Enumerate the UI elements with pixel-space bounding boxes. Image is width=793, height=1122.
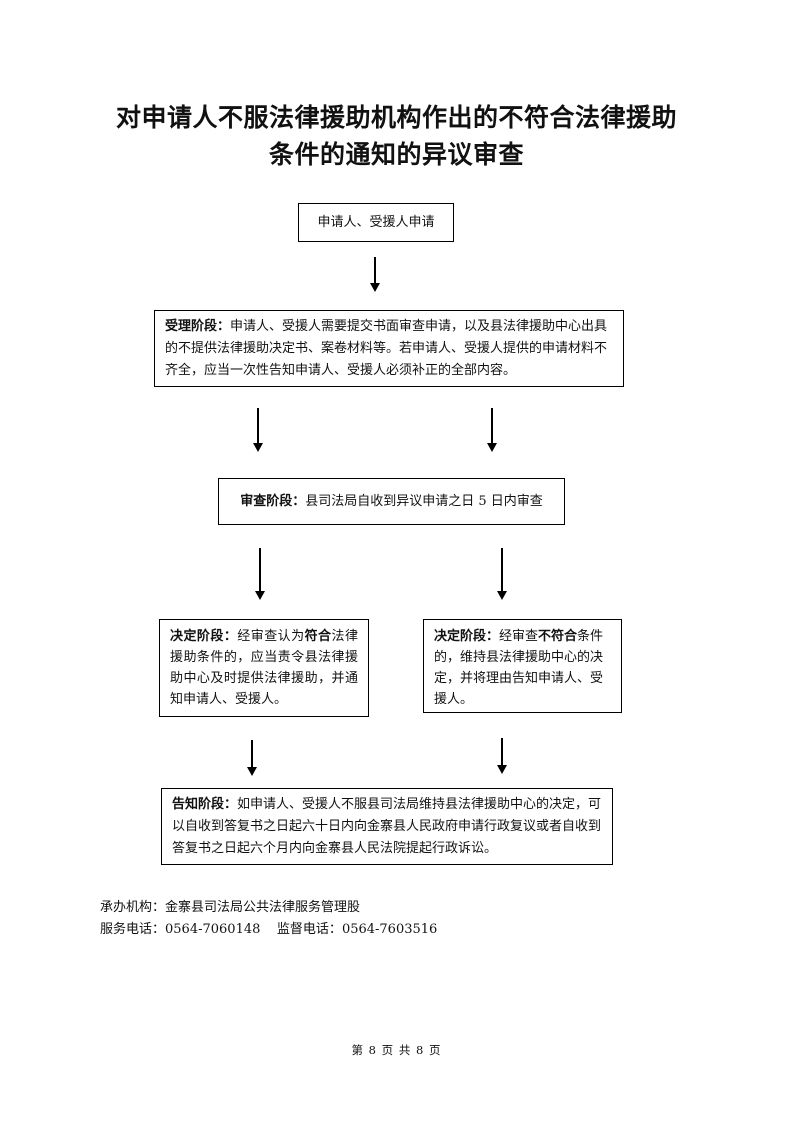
- accept-stage-box: 受理阶段：申请人、受援人需要提交书面审查申请，以及县法律援助中心出具的不提供法律…: [154, 310, 624, 387]
- footer-service-phone: 0564-7060148: [165, 922, 261, 937]
- apply-text: 申请人、受援人申请: [317, 214, 435, 230]
- footer-org-line: 承办机构：金寨县司法局公共法律服务管理股: [100, 898, 360, 918]
- footer-supervise-phone: 0564-7603516: [341, 922, 438, 937]
- decision-qualifies-post: 法律援助条件的，应当责令县法律援助中心及时提供法律援助，并通知申请人、受援人。: [170, 629, 358, 707]
- arrow-decision-yes-to-notify: [247, 740, 257, 776]
- review-stage-text: 县司法局自收到异议申请之日 5 日内审查: [305, 493, 543, 509]
- review-stage-box: 审查阶段：县司法局自收到异议申请之日 5 日内审查: [218, 478, 565, 525]
- page-number: 第 8 页 共 8 页: [351, 1043, 442, 1057]
- footer-org: 金寨县司法局公共法律服务管理股: [165, 900, 361, 915]
- footer-supervise-label: 监督电话：: [276, 922, 342, 937]
- arrow-accept-to-review-right: [487, 408, 497, 452]
- arrow-decision-no-to-notify: [497, 738, 507, 774]
- decision-qualifies-label: 决定阶段：: [170, 629, 238, 644]
- decision-not-qualifies-emphasis: 不符合: [538, 629, 578, 644]
- footer-phone-line: 服务电话：0564-7060148 监督电话：0564-7603516: [100, 920, 437, 940]
- page-title-line-2: 条件的通知的异议审查: [268, 140, 524, 169]
- footer-org-label: 承办机构：: [100, 900, 166, 915]
- arrow-review-to-decision-no: [497, 548, 507, 600]
- arrow-review-to-decision-yes: [255, 548, 265, 600]
- notify-stage-box: 告知阶段：如申请人、受援人不服县司法局维持县法律援助中心的决定，可以自收到答复书…: [161, 788, 613, 865]
- decision-qualifies-box: 决定阶段：经审查认为符合法律援助条件的，应当责令县法律援助中心及时提供法律援助，…: [159, 619, 369, 717]
- footer-service-label: 服务电话：: [100, 922, 166, 937]
- decision-not-qualifies-pre: 经审查: [499, 629, 539, 644]
- decision-not-qualifies-label: 决定阶段：: [434, 629, 500, 644]
- accept-stage-text: 申请人、受援人需要提交书面审查申请，以及县法律援助中心出具的不提供法律援助决定书…: [165, 319, 608, 378]
- notify-stage-label: 告知阶段：: [172, 797, 238, 812]
- apply-box: 申请人、受援人申请: [298, 203, 454, 242]
- decision-qualifies-pre: 经审查认为: [237, 629, 305, 644]
- page-title-line-1: 对申请人不服法律援助机构作出的不符合法律援助: [115, 103, 677, 132]
- notify-stage-text: 如申请人、受援人不服县司法局维持县法律援助中心的决定，可以自收到答复书之日起六十…: [172, 797, 602, 856]
- decision-not-qualifies-post: 条件的，维持县法律援助中心的决定，并将理由告知申请人、受援人。: [434, 629, 604, 707]
- review-stage-label: 审查阶段：: [240, 493, 306, 509]
- decision-qualifies-emphasis: 符合: [304, 629, 332, 644]
- arrow-accept-to-review-left: [253, 408, 263, 452]
- decision-not-qualifies-box: 决定阶段：经审查不符合条件的，维持县法律援助中心的决定，并将理由告知申请人、受援…: [423, 619, 622, 713]
- arrow-apply-to-accept: [370, 257, 380, 292]
- accept-stage-label: 受理阶段：: [165, 319, 231, 334]
